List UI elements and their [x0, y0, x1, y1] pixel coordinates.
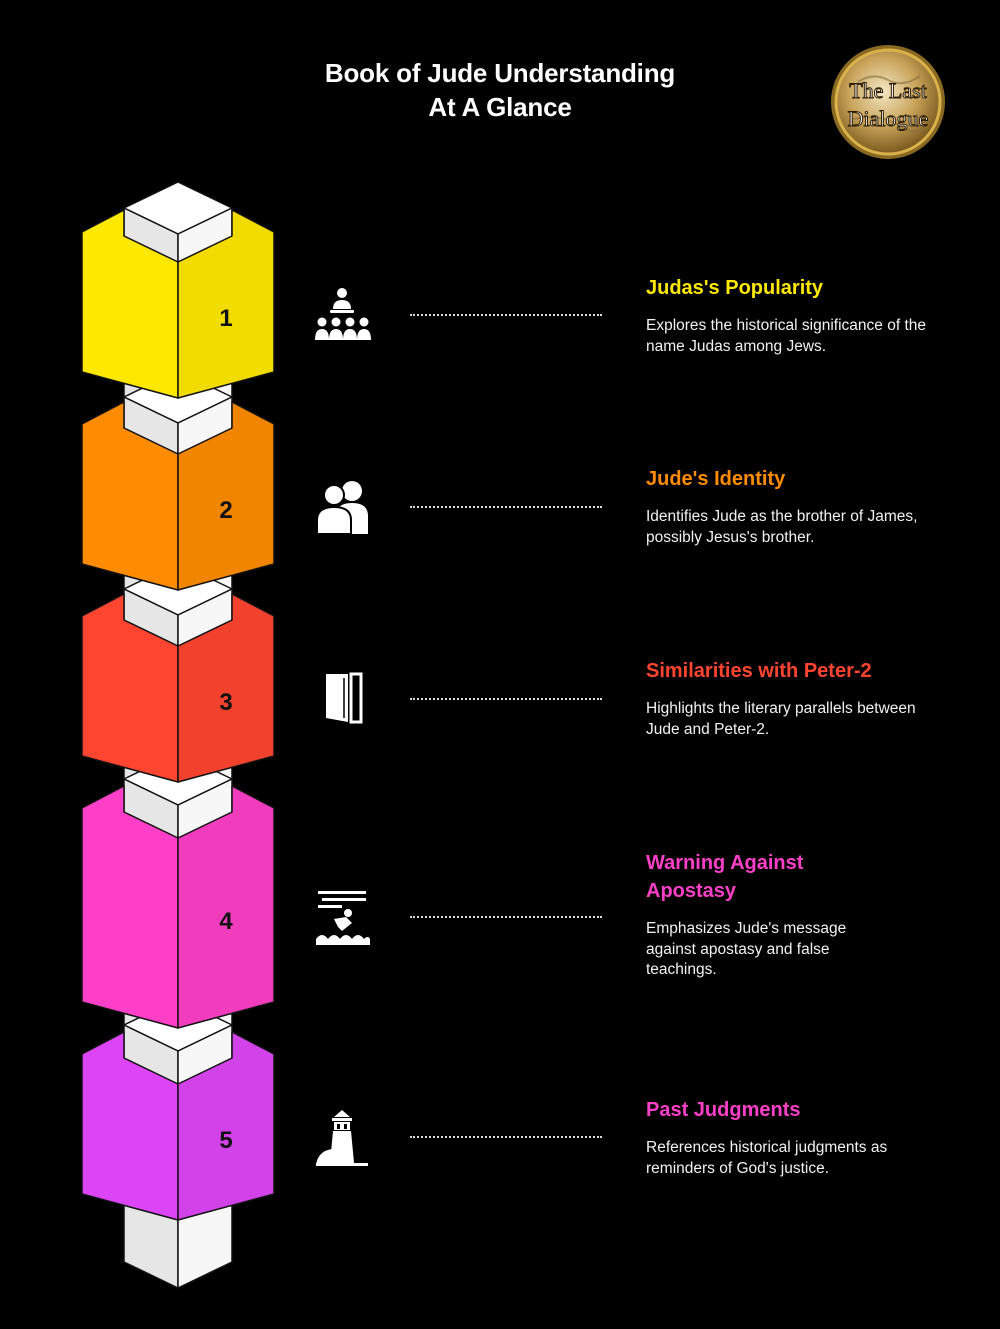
step-number-5: 5 [219, 1127, 232, 1154]
step-item-3: Similarities with Peter-2 Highlights the… [646, 657, 946, 740]
step-number-1: 1 [219, 305, 232, 332]
title-line-1: Book of Jude Understanding [324, 58, 676, 88]
step-title-2: Jude's Identity [646, 468, 786, 490]
step-box-right-face-1 [177, 209, 275, 399]
step-description-3: Highlights the literary parallels betwee… [646, 700, 916, 738]
page-title: Book of Jude Understanding At A Glance [0, 56, 1000, 124]
drowning-person-icon [316, 891, 370, 945]
title-line-2: At A Glance [428, 92, 572, 122]
step-title-1: Judas's Popularity [646, 277, 824, 299]
connector-line-4 [410, 916, 602, 918]
step-title-4: Warning Against Apostasy [646, 852, 804, 902]
connector-line-3 [410, 698, 602, 700]
step-description-1: Explores the historical significance of … [646, 317, 927, 355]
step-box-right-face-3 [177, 593, 275, 783]
step-title-5: Past Judgments [646, 1099, 801, 1121]
step-box-right-face-2 [177, 401, 275, 591]
step-description-4: Emphasizes Jude's message against aposta… [646, 920, 847, 978]
step-item-2: Jude's Identity Identifies Jude as the b… [646, 465, 946, 548]
book-icon [326, 672, 363, 724]
group-meeting-icon [315, 288, 371, 340]
step-number-3: 3 [219, 689, 232, 716]
connector-line-2 [410, 506, 602, 508]
step-number-4: 4 [219, 908, 233, 935]
step-title-3: Similarities with Peter-2 [646, 660, 872, 682]
step-item-1: Judas's Popularity Explores the historic… [646, 274, 946, 357]
step-item-4: Warning Against Apostasy Emphasizes Jude… [646, 849, 896, 981]
step-description-5: References historical judgments as remin… [646, 1139, 888, 1177]
step-item-5: Past Judgments References historical jud… [646, 1096, 946, 1179]
logo-text-line-1: The Last [849, 78, 927, 103]
step-box-right-face-4 [177, 785, 275, 1029]
two-people-icon [316, 481, 368, 535]
step-number-2: 2 [219, 497, 232, 524]
lighthouse-icon [316, 1110, 368, 1166]
connector-line-5 [410, 1136, 602, 1138]
step-description-2: Identifies Jude as the brother of James,… [646, 508, 918, 546]
logo-badge: The Last Dialogue [831, 45, 945, 159]
step-box-right-face-5 [177, 1031, 275, 1221]
logo-text-line-2: Dialogue [848, 106, 929, 131]
connector-line-1 [410, 314, 602, 316]
